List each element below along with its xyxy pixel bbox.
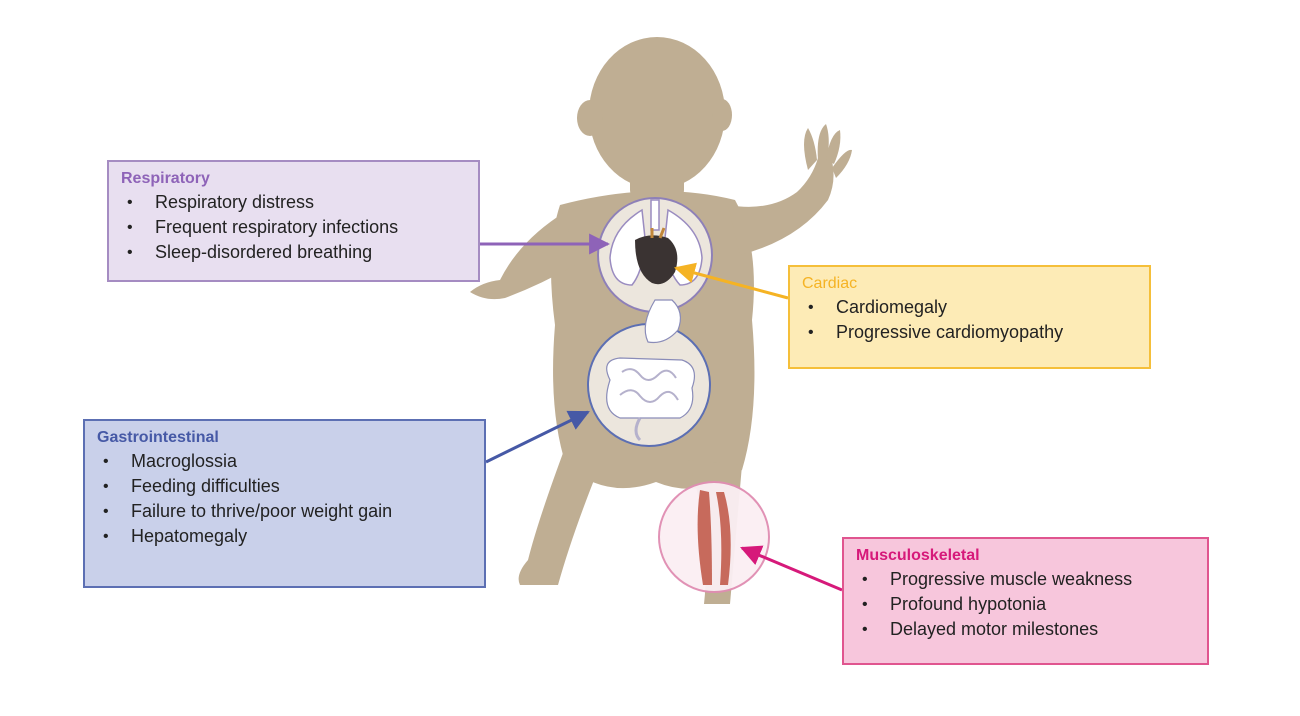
- chest-organs: [597, 197, 713, 313]
- list-item: Profound hypotonia: [856, 592, 1197, 617]
- list-item: Respiratory distress: [121, 190, 468, 215]
- gastrointestinal-title: Gastrointestinal: [97, 429, 219, 446]
- musculoskeletal-title: Musculoskeletal: [856, 547, 980, 564]
- musculoskeletal-box: Musculoskeletal Progressive muscle weakn…: [842, 537, 1209, 665]
- respiratory-box: Respiratory Respiratory distress Frequen…: [107, 160, 480, 282]
- list-item: Macroglossia: [97, 449, 397, 474]
- list-item: Progressive muscle weakness: [856, 567, 1197, 592]
- cardiac-arrow: [673, 262, 789, 300]
- cardiac-box: Cardiac Cardiomegaly Progressive cardiom…: [788, 265, 1151, 369]
- cardiac-list: Cardiomegaly Progressive cardiomyopathy: [802, 295, 1139, 345]
- list-item: Cardiomegaly: [802, 295, 1139, 320]
- gastrointestinal-list: Macroglossia Feeding difficulties Failur…: [97, 449, 397, 549]
- list-item: Delayed motor milestones: [856, 617, 1197, 642]
- leg-muscles: [658, 481, 770, 593]
- list-item: Frequent respiratory infections: [121, 215, 468, 240]
- cardiac-title: Cardiac: [802, 275, 858, 292]
- musculoskeletal-arrow: [740, 545, 843, 592]
- list-item: Progressive cardiomyopathy: [802, 320, 1139, 345]
- list-item: Sleep-disordered breathing: [121, 240, 468, 265]
- abdomen-organs: [587, 299, 711, 447]
- musculoskeletal-list: Progressive muscle weakness Profound hyp…: [856, 567, 1197, 642]
- list-item: Feeding difficulties: [97, 474, 397, 499]
- gastrointestinal-box: Gastrointestinal Macroglossia Feeding di…: [83, 419, 486, 588]
- respiratory-list: Respiratory distress Frequent respirator…: [121, 190, 468, 265]
- list-item: Hepatomegaly: [97, 524, 397, 549]
- respiratory-title: Respiratory: [121, 170, 210, 187]
- gastrointestinal-arrow: [485, 410, 590, 464]
- list-item: Failure to thrive/poor weight gain: [97, 499, 397, 524]
